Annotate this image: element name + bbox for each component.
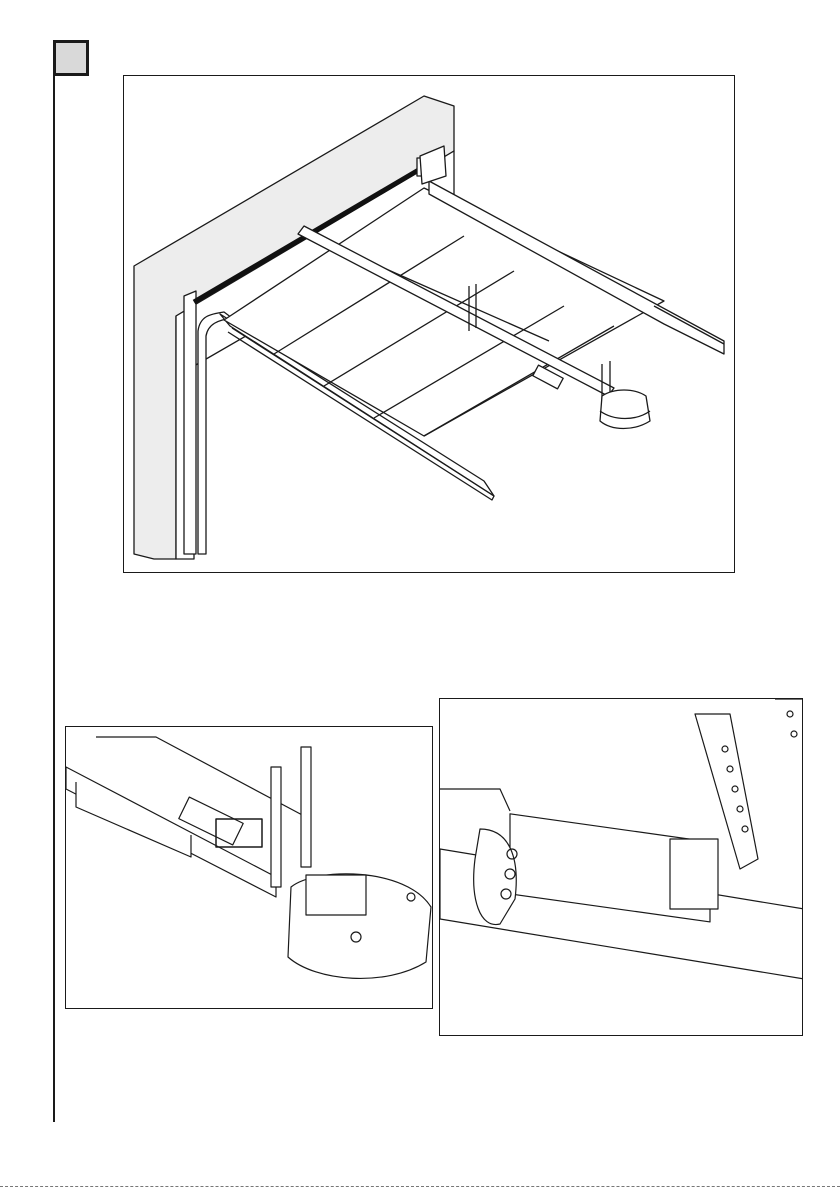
hanger-bracket-left <box>271 767 281 887</box>
step-marker-box <box>53 40 89 76</box>
rail-carriage-closeup-illustration <box>440 699 803 1036</box>
perforated-bracket-2 <box>775 699 803 769</box>
page-side-rule <box>53 40 55 1122</box>
figure-detail-right <box>439 698 803 1036</box>
opener-motor-head-and-rail-illustration <box>66 727 433 1009</box>
figure-overview <box>123 75 735 573</box>
motor-head <box>600 390 650 429</box>
left-vertical-track <box>184 291 196 554</box>
garage-door-opener-overview-illustration <box>124 76 735 573</box>
figure-detail-left <box>65 726 433 1009</box>
hanger-bracket-right <box>301 747 311 867</box>
page-cut-line <box>0 1186 840 1187</box>
